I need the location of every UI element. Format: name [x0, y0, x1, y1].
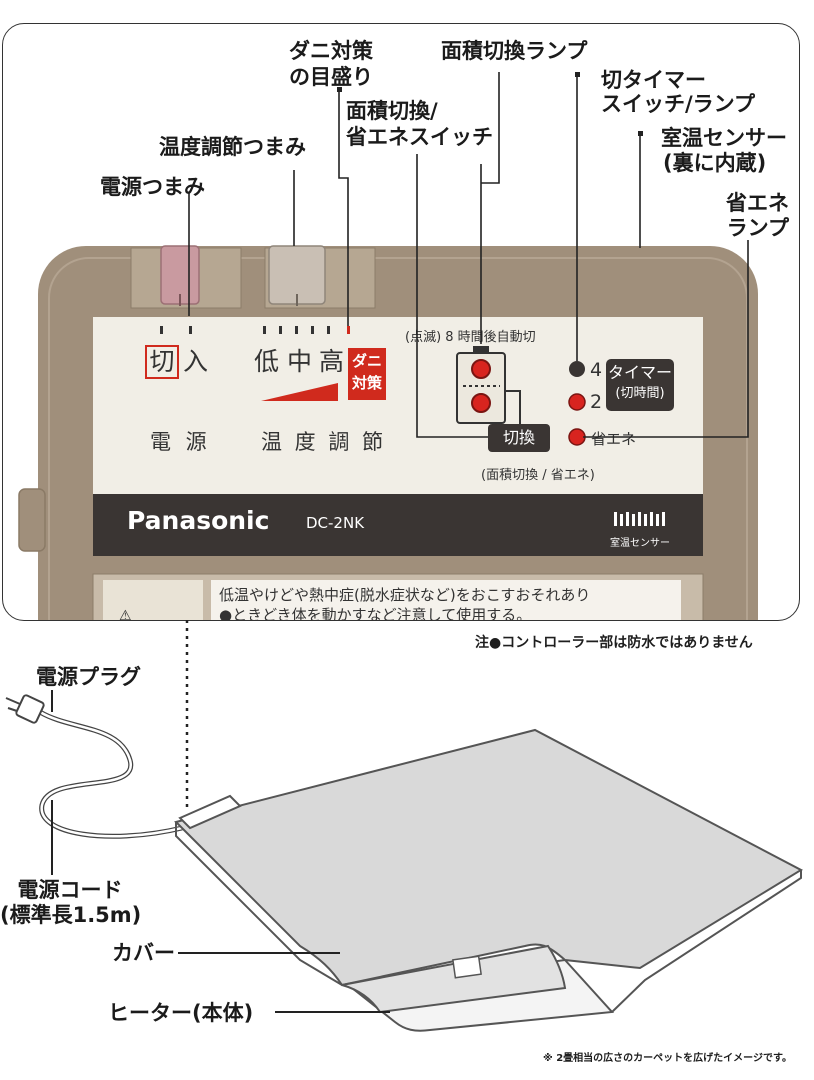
timer-2-label: 2: [590, 391, 603, 413]
timer-label-2: スイッチ/ランプ: [601, 92, 756, 116]
area-lamp-label: 面積切換ランプ: [441, 39, 588, 63]
mite-scale-label-1: ダニ対策: [289, 39, 373, 63]
temp-wedge: [261, 383, 338, 401]
mite-label-2: 対策: [351, 374, 382, 392]
auto-off-caption: (点滅) 8 時間後自動切: [405, 330, 536, 345]
area-switch-label-2: 省エネスイッチ: [346, 125, 493, 149]
side-button: [18, 488, 46, 552]
power-knob-label: 電源つまみ: [100, 175, 205, 199]
plug-icon: [5, 694, 45, 724]
mite-scale-label-2: の目盛り: [289, 65, 373, 89]
switch-caption: (面積切換 / 省エネ): [481, 468, 595, 483]
mite-label-1: ダニ: [351, 352, 382, 370]
waterproof-note: 注●コントローラー部は防水ではありません: [475, 635, 753, 651]
power-cord: [38, 709, 183, 839]
temp-low-label: 低: [254, 347, 280, 376]
timer-lamp-4: [569, 361, 585, 377]
cover-flap: [341, 944, 567, 1014]
svg-text:⚠: ⚠: [119, 608, 132, 620]
timer-4-label: 4: [590, 359, 603, 381]
cord-label-1: 電源コード: [17, 878, 123, 902]
timer-lamp-2: [568, 393, 586, 411]
brand-band: [93, 494, 703, 556]
eco-lamp-label-1: 省エネ: [726, 191, 789, 215]
temp-knob-label: 温度調節つまみ: [159, 135, 306, 159]
temp-high-label: 高: [319, 347, 345, 376]
area-lamp-2: [471, 393, 491, 413]
area-switch-label-1: 面積切換/: [346, 99, 438, 123]
warning-line-1: 低温やけどや熱中症(脱水症状など)をおこすおそれあり: [219, 586, 591, 604]
timer-label-1: 切タイマー: [601, 68, 706, 92]
carpet-cover: [174, 728, 804, 987]
controller-drawing: ⚠: [18, 245, 758, 620]
warning-line-2: ●ときどき体を動かすなど注意して使用する。: [219, 606, 532, 621]
cover-label: カバー: [112, 941, 175, 965]
plug-label: 電源プラグ: [36, 665, 141, 689]
sensor-caption: 室温センサー: [610, 538, 670, 549]
room-sensor-label-1: 室温センサー: [661, 126, 787, 150]
timer-button[interactable]: タイマー: [607, 363, 672, 382]
controller-stub: [178, 794, 242, 830]
footnote: ※ 2畳相当の広さのカーペットを広げたイメージです。: [543, 1053, 792, 1064]
switch-button-shape: [488, 424, 550, 452]
area-lamp-1: [471, 359, 491, 379]
temp-caption: 温 度 調 節: [261, 430, 387, 454]
eco-lamp-label: 省エネ: [591, 430, 637, 448]
leader-lines: [188, 72, 749, 438]
control-face: [93, 317, 703, 522]
heater-label: ヒーター(本体): [108, 1001, 254, 1025]
switch-button[interactable]: 切換: [502, 428, 535, 447]
eco-lamp-label-2: ランプ: [726, 216, 789, 240]
mite-badge: [348, 348, 386, 400]
sensor-icon: [614, 512, 665, 526]
temp-mid-label: 中: [287, 347, 313, 376]
controller-callout: ⚠: [2, 23, 800, 621]
timer-button-shape: [606, 359, 674, 411]
brand-logo: Panasonic: [127, 506, 270, 535]
power-on-label: 入: [183, 347, 209, 376]
cord-label-2: (標準長1.5m): [0, 903, 142, 927]
model-number: DC-2NK: [306, 514, 365, 532]
power-caption: 電 源: [150, 430, 211, 454]
power-off-label: 切: [149, 347, 175, 376]
room-sensor-label-2: (裏に内蔵): [663, 151, 767, 175]
timer-button-sub: (切時間): [615, 386, 665, 401]
